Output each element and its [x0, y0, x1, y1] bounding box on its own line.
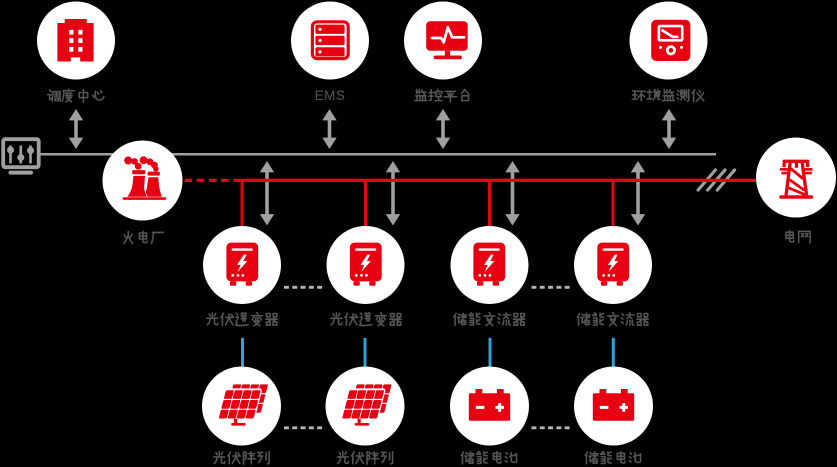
svg-text:EMS: EMS [315, 88, 346, 103]
